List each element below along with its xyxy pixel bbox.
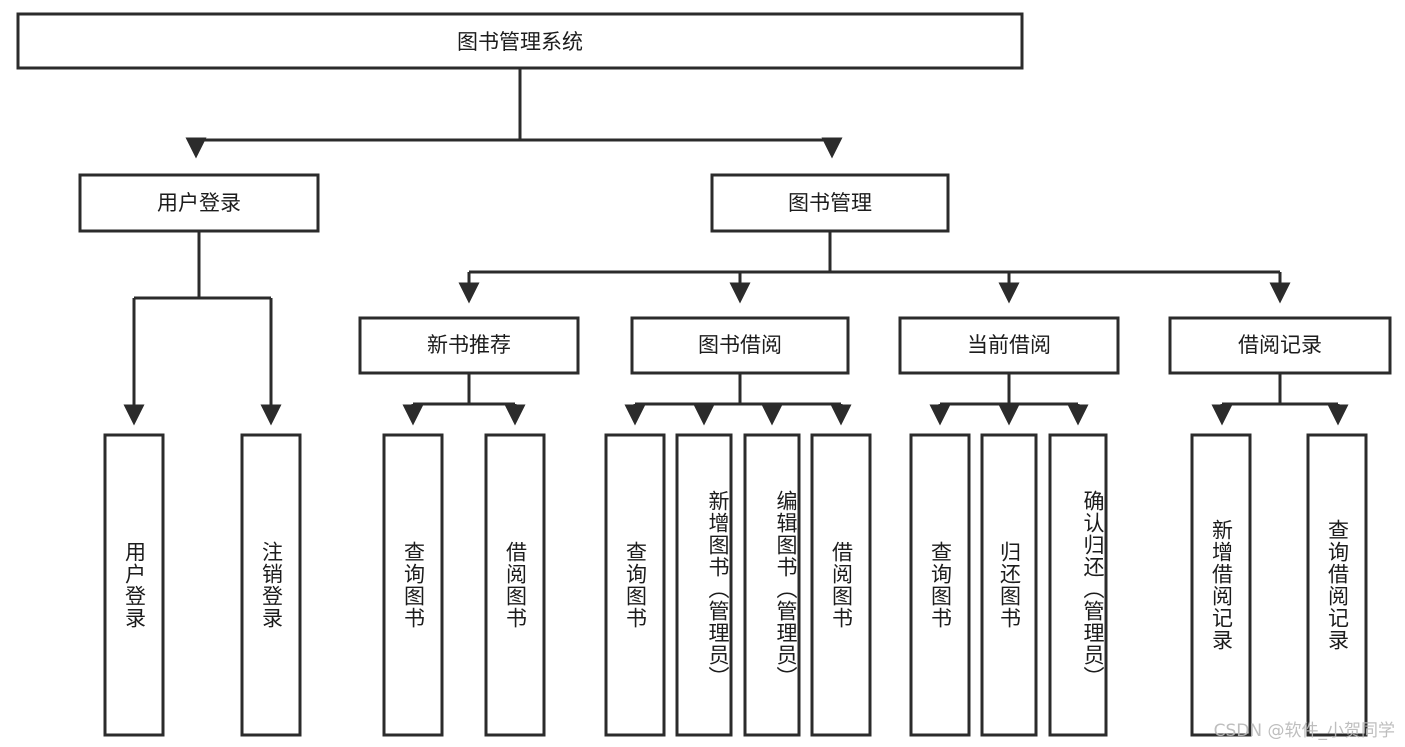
node-user-login[interactable]: 用户登录 — [78, 173, 320, 233]
leaf-box-logout[interactable] — [240, 433, 302, 737]
node-book-manage-label: 图书管理 — [788, 191, 872, 215]
node-current-borrow-label: 当前借阅 — [967, 333, 1051, 357]
leaf-box-query-book-3[interactable] — [909, 433, 971, 737]
leaf-box-confirm-return[interactable] — [1048, 433, 1108, 737]
node-book-manage-box[interactable] — [710, 173, 950, 233]
node-new-book-rec-box[interactable] — [358, 316, 580, 375]
leaf-box-edit-book[interactable] — [743, 433, 801, 737]
leaf-box-borrow-book-1[interactable] — [484, 433, 546, 737]
leaf-box-query-record[interactable] — [1306, 433, 1368, 737]
node-new-book-rec-label: 新书推荐 — [427, 333, 511, 357]
node-root[interactable]: 图书管理系统 — [16, 12, 1024, 70]
node-current-borrow-box[interactable] — [898, 316, 1120, 375]
node-book-manage[interactable]: 图书管理 — [710, 173, 950, 233]
leaf-box-add-record[interactable] — [1190, 433, 1252, 737]
leaf-box-user-login[interactable] — [103, 433, 165, 737]
leaf-box-add-book[interactable] — [675, 433, 733, 737]
node-borrow-record-label: 借阅记录 — [1238, 333, 1322, 357]
node-borrow-record-box[interactable] — [1168, 316, 1392, 375]
node-book-borrow-label: 图书借阅 — [698, 333, 782, 357]
node-root-label: 图书管理系统 — [457, 30, 583, 54]
node-current-borrow[interactable]: 当前借阅 — [898, 316, 1120, 375]
node-book-borrow-box[interactable] — [630, 316, 850, 375]
leaf-box-query-book-2[interactable] — [604, 433, 666, 737]
node-borrow-record[interactable]: 借阅记录 — [1168, 316, 1392, 375]
leaf-box-borrow-book-2[interactable] — [810, 433, 872, 737]
leaf-box-return-book[interactable] — [980, 433, 1038, 737]
node-user-login-label: 用户登录 — [157, 191, 241, 215]
node-new-book-rec[interactable]: 新书推荐 — [358, 316, 580, 375]
node-root-box[interactable] — [16, 12, 1024, 70]
leaf-box-query-book-1[interactable] — [382, 433, 444, 737]
node-book-borrow[interactable]: 图书借阅 — [630, 316, 850, 375]
